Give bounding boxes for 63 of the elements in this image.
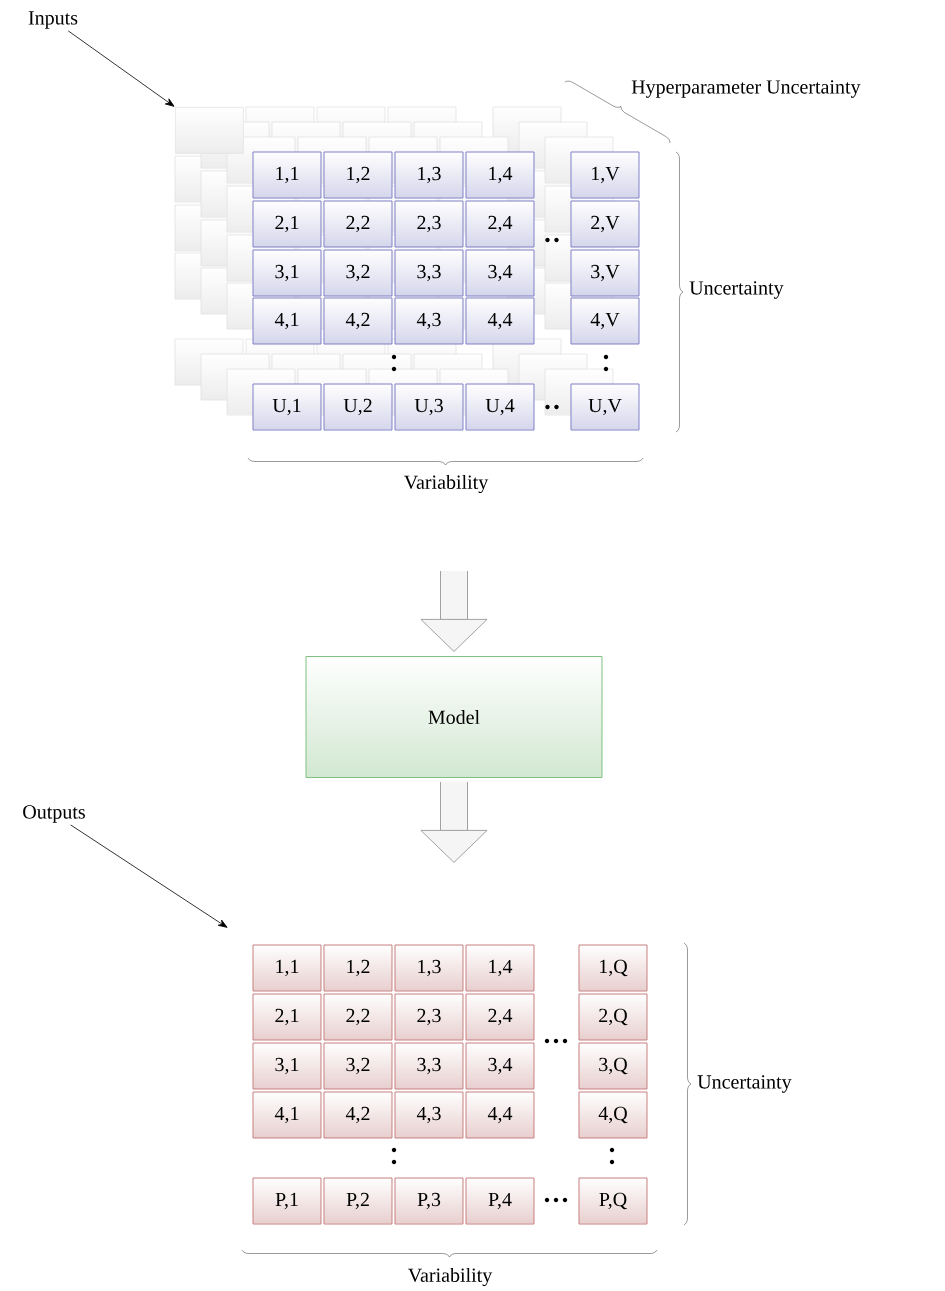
cell-box: 1,4 xyxy=(465,151,535,199)
cell-box: 2,1 xyxy=(252,200,322,248)
cell-box: 4,V xyxy=(570,297,640,345)
cell-box: 2,Q xyxy=(578,993,648,1041)
cell-box: 1,3 xyxy=(394,944,464,992)
cell-box: 2,1 xyxy=(252,993,322,1041)
cell-box: 1,4 xyxy=(465,944,535,992)
cell-box: 2,2 xyxy=(323,200,393,248)
cell-box: P,4 xyxy=(465,1177,535,1225)
cell-box: 3,Q xyxy=(578,1042,648,1090)
cell-box: 4,2 xyxy=(323,1091,393,1139)
cell-box: P,1 xyxy=(252,1177,322,1225)
cell-box: 4,4 xyxy=(465,297,535,345)
cell-box: 2,V xyxy=(570,200,640,248)
text-label: Outputs xyxy=(23,805,85,823)
cell-box: 2,2 xyxy=(323,993,393,1041)
block-arrow xyxy=(420,782,488,863)
cell-box: 3,3 xyxy=(394,1042,464,1090)
cell-box: 3,4 xyxy=(465,249,535,297)
cell-box: 4,Q xyxy=(578,1091,648,1139)
cell-box: 1,3 xyxy=(394,151,464,199)
cell-box: P,2 xyxy=(323,1177,393,1225)
cell-box: P,Q xyxy=(578,1177,648,1225)
cell-box: U,V xyxy=(570,383,640,431)
model-box: Model xyxy=(305,656,603,778)
cell-box: 2,3 xyxy=(394,200,464,248)
cell-box: U,4 xyxy=(465,383,535,431)
cell-box: 4,3 xyxy=(394,297,464,345)
brace-label: Hyperparameter Uncertainty xyxy=(631,80,861,98)
leader-line xyxy=(70,824,228,928)
cell-box: P,3 xyxy=(394,1177,464,1225)
cell-box: 4,1 xyxy=(252,297,322,345)
cell-box: 4,2 xyxy=(323,297,393,345)
cell-box: 4,4 xyxy=(465,1091,535,1139)
brace-label: Uncertainty xyxy=(697,1075,792,1093)
cell-box: 1,1 xyxy=(252,151,322,199)
cell-box: 3,V xyxy=(570,249,640,297)
cell-box: 3,2 xyxy=(323,249,393,297)
cell-box: 1,Q xyxy=(578,944,648,992)
cell-box: 2,4 xyxy=(465,200,535,248)
cell-box: U,3 xyxy=(394,383,464,431)
cell-box: 1,1 xyxy=(252,944,322,992)
cell-box: 3,2 xyxy=(323,1042,393,1090)
cell-box: 1,2 xyxy=(323,151,393,199)
cell-box: 3,3 xyxy=(394,249,464,297)
cell-box: 3,1 xyxy=(252,1042,322,1090)
cell-box: 2,3 xyxy=(394,993,464,1041)
cell-box: 4,3 xyxy=(394,1091,464,1139)
cell-box: 2,4 xyxy=(465,993,535,1041)
cell-box: 1,V xyxy=(570,151,640,199)
brace-label: Variability xyxy=(408,1267,493,1287)
leader-line xyxy=(67,30,175,107)
brace-label: Variability xyxy=(404,474,489,494)
text-label: Inputs xyxy=(28,11,78,29)
cell-box: 4,1 xyxy=(252,1091,322,1139)
cell-box: U,2 xyxy=(323,383,393,431)
cell-box: 3,1 xyxy=(252,249,322,297)
brace-label: Uncertainty xyxy=(689,281,784,299)
block-arrow xyxy=(420,571,488,652)
cell-box: 3,4 xyxy=(465,1042,535,1090)
layer-cell xyxy=(175,107,244,154)
cell-box: 1,2 xyxy=(323,944,393,992)
cell-box: U,1 xyxy=(252,383,322,431)
